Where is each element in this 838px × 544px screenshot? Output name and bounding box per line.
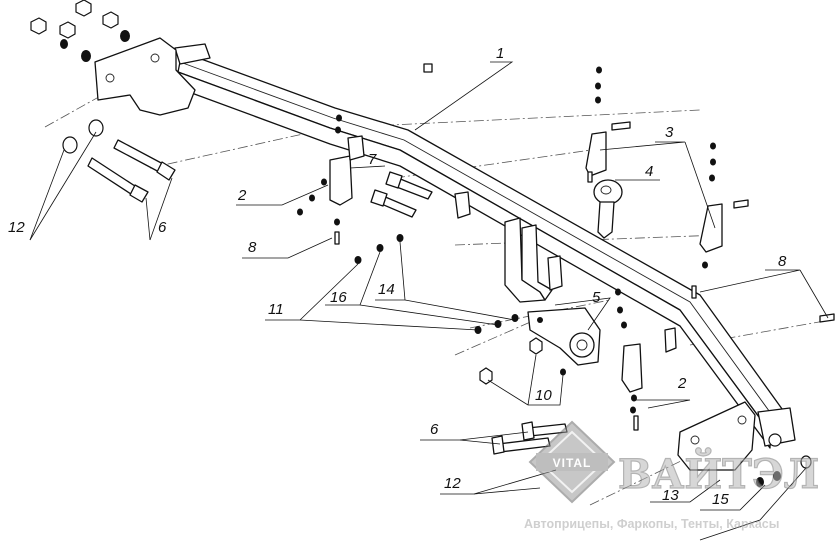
socket-plate bbox=[527, 307, 601, 366]
fasteners-top-left bbox=[30, 0, 130, 154]
main-beam bbox=[174, 43, 796, 449]
leader-lines bbox=[29, 61, 829, 541]
tow-ball bbox=[593, 179, 623, 239]
left-side-bracket bbox=[94, 37, 196, 116]
callout-12-left: 12 bbox=[8, 219, 25, 236]
callout-15: 15 bbox=[712, 491, 729, 508]
callout-6-bottom: 6 bbox=[430, 421, 439, 438]
callout-12-bottom: 12 bbox=[444, 475, 461, 492]
callout-11: 11 bbox=[268, 301, 284, 318]
callout-16: 16 bbox=[330, 289, 347, 306]
callout-14: 14 bbox=[378, 281, 395, 298]
callout-3: 3 bbox=[665, 124, 674, 141]
hitch-mount-tongue bbox=[504, 217, 553, 303]
callout-10: 10 bbox=[535, 387, 552, 404]
right-side-bracket bbox=[677, 401, 782, 471]
small-bolts bbox=[334, 63, 835, 431]
brand-name: ВАЙТЭЛ bbox=[618, 448, 819, 498]
l-brackets bbox=[329, 131, 723, 393]
long-bolts bbox=[87, 139, 568, 455]
vital-emblem-text: VITAL bbox=[553, 456, 592, 470]
vital-emblem: VITAL bbox=[528, 420, 616, 504]
fasteners-beam bbox=[297, 66, 812, 487]
callout-numbers: 1 2 7 3 4 8 8 11 16 14 5 2 10 12 6 6 12 … bbox=[8, 45, 787, 508]
brand-tagline: Автоприцепы, Фаркопы, Тенты, Каркасы bbox=[524, 517, 779, 531]
bolts-part7 bbox=[370, 171, 433, 218]
callout-8-right: 8 bbox=[778, 253, 787, 270]
callout-2-right: 2 bbox=[677, 375, 687, 392]
callout-6-left: 6 bbox=[158, 219, 167, 236]
callout-7: 7 bbox=[368, 151, 377, 168]
callout-4: 4 bbox=[645, 163, 653, 180]
vital-watermark: VITAL ВАЙТЭЛ Автоприцепы, Фаркопы, Тенты… bbox=[524, 420, 820, 531]
callout-8-left: 8 bbox=[248, 239, 257, 256]
callout-1: 1 bbox=[496, 45, 504, 62]
callout-13: 13 bbox=[662, 487, 679, 504]
callout-2-left: 2 bbox=[237, 187, 247, 204]
callout-5: 5 bbox=[592, 289, 601, 306]
